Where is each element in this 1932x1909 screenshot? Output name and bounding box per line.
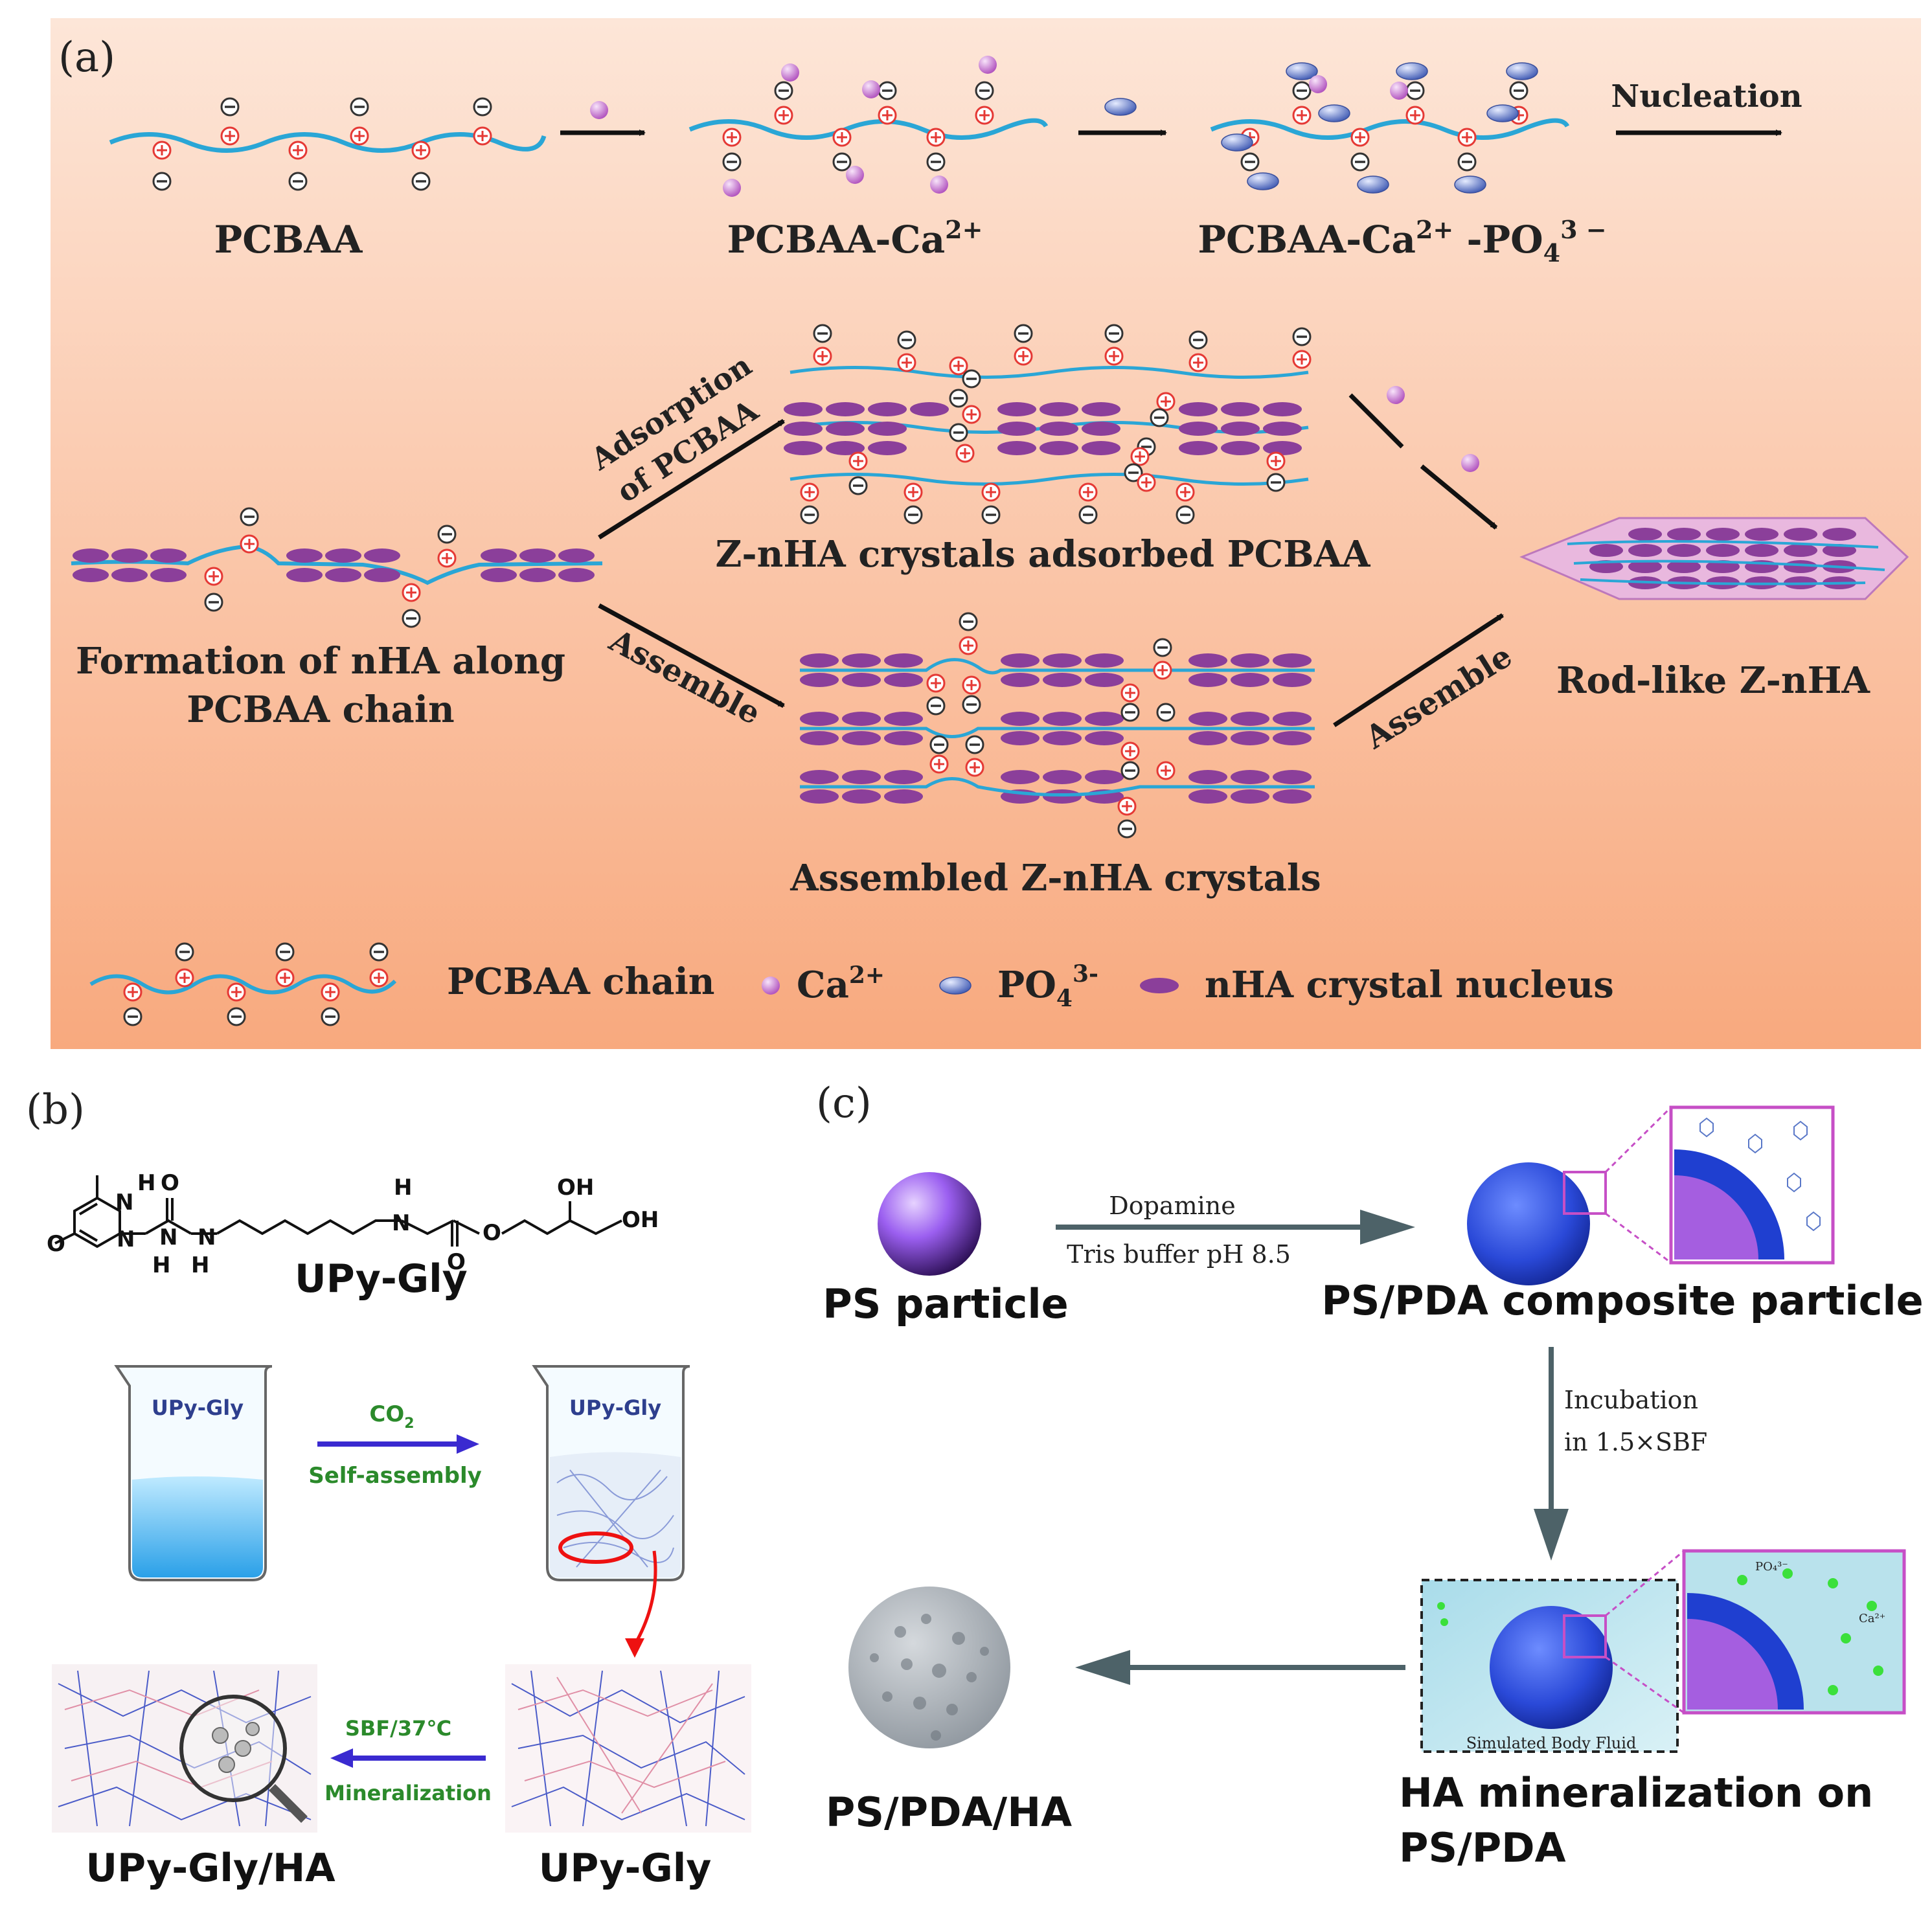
incubation-label-line2: in 1.5×SBF [1564, 1428, 1707, 1456]
nucleation-label: Nucleation [1611, 78, 1802, 115]
svg-text:H: H [152, 1252, 170, 1278]
pcbaa-ca-po4-chain [1210, 62, 1570, 194]
arrow-release-lower [1420, 464, 1498, 530]
legend-po-icon [939, 977, 972, 995]
mineralization-label-line2: PS/PDA [1399, 1824, 1566, 1871]
ps-particle-icon [878, 1172, 981, 1276]
phosphate-ion-icon [1104, 98, 1137, 116]
svg-text:O: O [483, 1220, 501, 1246]
adsorbed-caption: Z-nHA crystals adsorbed PCBAA [716, 533, 1372, 576]
gel-label: UPy-Gly [539, 1846, 712, 1891]
mineralization-label: Mineralization [324, 1781, 492, 1805]
panel-b: (b) O N H N N O N H H [26, 1086, 751, 1891]
svg-text:O: O [447, 1249, 466, 1275]
svg-text:O: O [47, 1231, 65, 1257]
composite-label: PS/PDA composite particle [1321, 1277, 1923, 1324]
formation-label-line2: PCBAA chain [187, 688, 455, 731]
legend-nucleus-icon [1140, 978, 1179, 993]
upy-gly-atoms: O N H N N O N H H H N O O OH OH [47, 1170, 659, 1278]
adsorbed-crystals-group [784, 324, 1312, 525]
formation-label-line1: Formation of nHA along [76, 640, 565, 683]
panel-c: (c) PS particle Dopamine Tris buffer pH … [816, 1079, 1924, 1871]
zoom-label-ca: Ca²⁺ [1859, 1612, 1885, 1625]
sbf-box-label: Simulated Body Fluid [1466, 1734, 1637, 1752]
self-assembly-label: Self-assembly [308, 1463, 482, 1489]
legend-ca-label: Ca2+ [797, 962, 885, 1006]
beaker-right-label: UPy-Gly [569, 1395, 661, 1420]
ps-particle-label: PS particle [823, 1280, 1068, 1327]
arrow-adsorption [598, 419, 785, 539]
svg-text:H: H [137, 1170, 155, 1196]
sbf-label: SBF/37℃ [345, 1716, 451, 1741]
pcbaa-chain-stage1 [109, 97, 547, 191]
svg-text:H: H [394, 1175, 412, 1201]
product-label: UPy-Gly/HA [85, 1846, 335, 1891]
arrow-assemble-left [598, 603, 785, 708]
stage3-label: PCBAA-Ca2+ -PO43 − [1198, 215, 1606, 267]
sbf-box [1420, 1550, 1685, 1753]
rodlike-znha-icon [1519, 517, 1909, 600]
stage2-label: PCBAA-Ca2+ [727, 215, 983, 262]
assembled-caption: Assembled Z-nHA crystals [790, 857, 1321, 899]
ca-ion-released-2 [1461, 454, 1479, 472]
svg-text:H: H [191, 1252, 209, 1278]
nha-formation-chain [71, 507, 603, 628]
mineralization-label-line1: HA mineralization on [1399, 1769, 1873, 1816]
svg-text:OH: OH [557, 1175, 594, 1201]
rodlike-label: Rod-like Z-nHA [1556, 659, 1871, 702]
pcbaa-ca-chain [688, 56, 1049, 197]
beaker-right-icon [532, 1365, 690, 1581]
legend-po-label: PO43- [997, 960, 1098, 1012]
dopamine-label: Dopamine [1109, 1192, 1235, 1220]
zoom-label-po4: PO₄³⁻ [1755, 1560, 1788, 1574]
ca-ion-icon [590, 101, 608, 119]
panel-a: (a) PCBAA PCBAA-Ca2+ [51, 18, 1921, 1049]
legend-chain-icon [89, 942, 397, 1026]
assembled-crystals-group [800, 612, 1315, 839]
beaker-left-label: UPy-Gly [152, 1395, 244, 1420]
svg-text:N: N [392, 1210, 410, 1236]
panel-b-label: (b) [26, 1086, 85, 1134]
tris-label: Tris buffer pH 8.5 [1067, 1240, 1291, 1269]
upy-gly-network [505, 1664, 751, 1833]
arrow-assemble-right [1333, 613, 1504, 727]
svg-text:N: N [198, 1225, 216, 1250]
legend-chain-label: PCBAA chain [447, 960, 715, 1003]
svg-text:N: N [117, 1226, 135, 1252]
zoom-arrow [633, 1550, 657, 1646]
svg-text:N: N [159, 1225, 177, 1250]
ca-ion-released-1 [1387, 386, 1405, 404]
legend-nucleus-label: nHA crystal nucleus [1205, 964, 1614, 1006]
co2-label: CO2 [369, 1401, 414, 1432]
svg-text:OH: OH [622, 1207, 659, 1233]
stage1-label: PCBAA [214, 218, 363, 262]
legend-ca-icon [762, 977, 780, 995]
svg-text:N: N [115, 1190, 133, 1215]
molecule-name: UPy-Gly [295, 1256, 468, 1302]
beaker-left-icon [114, 1365, 273, 1581]
sbf-zoom-box [1682, 1549, 1906, 1715]
legend: PCBAA chain Ca2+ PO43- nHA crystal nucle… [89, 942, 1614, 1026]
panel-c-label: (c) [816, 1079, 872, 1127]
final-label: PS/PDA/HA [826, 1789, 1072, 1836]
arrow-release-upper [1348, 393, 1404, 449]
upy-gly-ha-network [52, 1664, 317, 1833]
panel-a-label: (a) [58, 34, 115, 82]
ps-pda-particle-icon [1467, 1105, 1835, 1285]
ps-pda-ha-particle-icon [848, 1587, 1010, 1748]
svg-text:O: O [161, 1170, 179, 1196]
incubation-label-line1: Incubation [1564, 1386, 1698, 1414]
upy-gly-structure [54, 1175, 622, 1248]
